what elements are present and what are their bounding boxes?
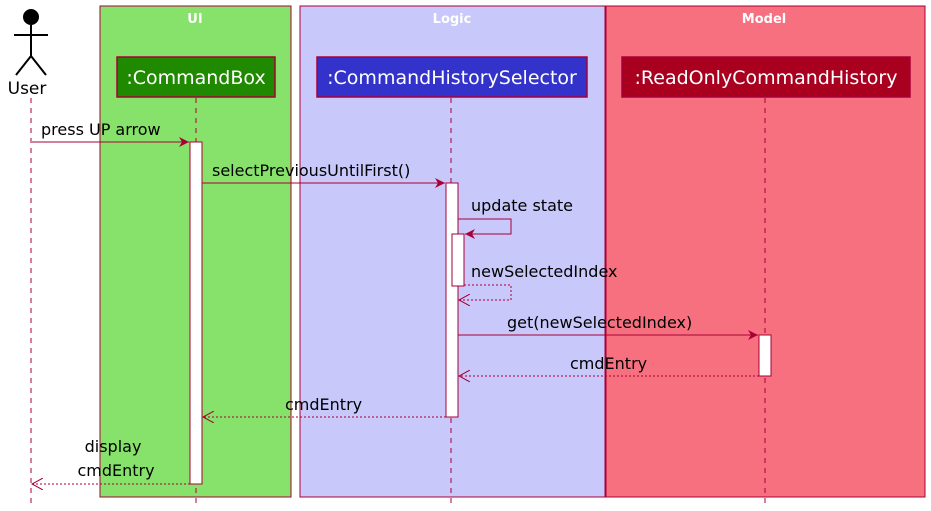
participant-commandhistoryselector: :CommandHistorySelector — [316, 56, 588, 98]
selector-nested-activation — [451, 233, 465, 287]
actor-right-leg — [30, 55, 47, 76]
update-state-line — [458, 218, 512, 239]
model-box-title: Model — [742, 12, 786, 27]
update-state-label: update state — [471, 196, 573, 215]
participant-readonlycommandhistory-box — [621, 56, 911, 98]
message-cmd-entry-to-commandbox: cmdEntry — [203, 395, 446, 417]
message-press-up-arrow: press UP arrow — [32, 120, 189, 147]
ui-box-title: UI — [187, 12, 202, 27]
logic-box-title: Logic — [433, 12, 472, 27]
actor-head — [23, 9, 39, 25]
display-label-line1: display — [85, 437, 142, 456]
commandbox-activation — [189, 141, 203, 485]
new-selected-index-label: newSelectedIndex — [471, 262, 617, 281]
participant-commandbox-box — [116, 56, 276, 98]
participant-readonlycommandhistory-label: :ReadOnlyCommandHistory — [635, 67, 898, 89]
cmd-entry-to-commandbox-label: cmdEntry — [285, 395, 362, 414]
participant-commandbox: :CommandBox — [116, 56, 276, 98]
message-get-new-selected-index: get(newSelectedIndex) — [458, 313, 758, 340]
select-previous-label: selectPreviousUntilFirst() — [212, 161, 410, 180]
message-select-previous: selectPreviousUntilFirst() — [202, 161, 445, 188]
new-selected-index-line — [459, 284, 512, 300]
user-actor: User — [8, 9, 48, 99]
message-new-selected-index: newSelectedIndex — [459, 262, 617, 300]
get-new-selected-index-label: get(newSelectedIndex) — [507, 313, 692, 332]
participant-commandhistoryselector-box — [316, 56, 588, 98]
participant-commandhistoryselector-label: :CommandHistorySelector — [327, 67, 577, 89]
press-up-arrow-label: press UP arrow — [41, 120, 161, 139]
message-display-cmd-entry: display cmdEntry — [32, 437, 190, 484]
history-activation — [758, 334, 772, 377]
actor-label: User — [8, 79, 47, 99]
message-cmd-entry-from-history: cmdEntry — [459, 354, 759, 376]
display-label-line2: cmdEntry — [77, 461, 154, 480]
actor-left-leg — [15, 55, 32, 76]
participant-readonlycommandhistory: :ReadOnlyCommandHistory — [621, 56, 911, 98]
message-update-state: update state — [458, 196, 573, 239]
cmd-entry-from-history-label: cmdEntry — [570, 354, 647, 373]
selector-activation — [445, 182, 459, 418]
participant-commandbox-label: :CommandBox — [126, 67, 265, 89]
